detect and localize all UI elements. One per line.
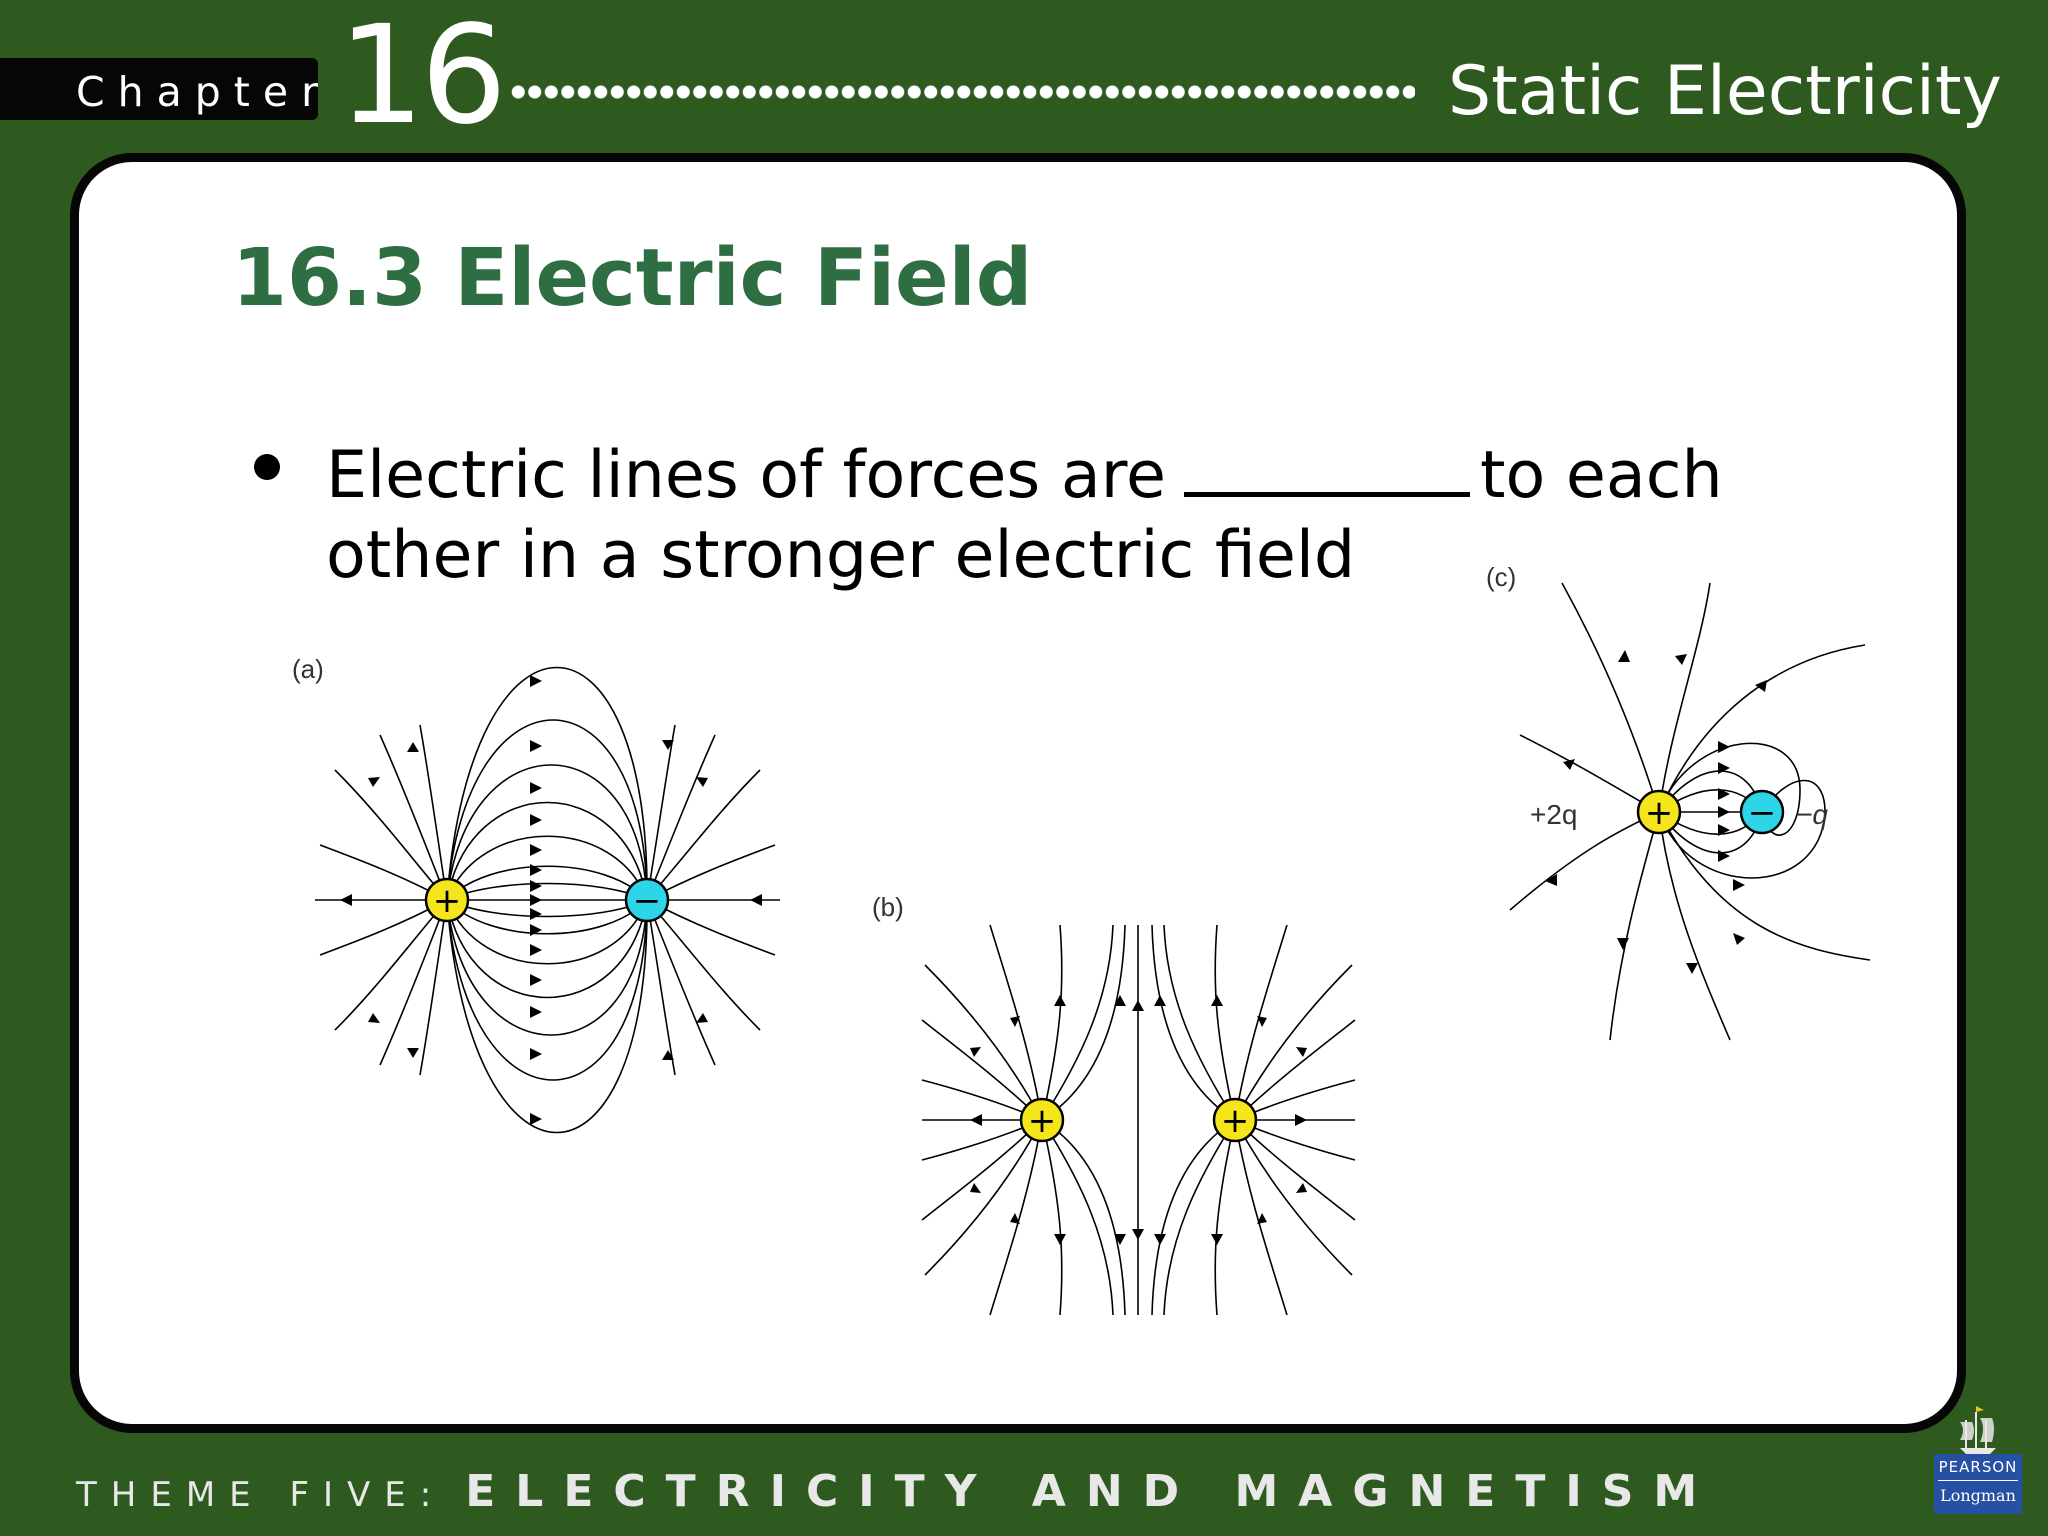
- diagram-a-label: (a): [292, 654, 324, 684]
- diagram-b-positive-charge-right: [1212, 1097, 1258, 1143]
- diagram-c-charge-left-label: +2q: [1530, 799, 1578, 830]
- section-heading: 16.3 Electric Field: [232, 232, 1033, 324]
- diagram-c-negative-sign: −: [1748, 793, 1777, 833]
- diagram-c-unequal-charges: (c): [1420, 550, 1890, 1050]
- diagram-c-positive-sign: +: [1645, 793, 1674, 833]
- bullet-text-start: Electric lines of forces are: [326, 438, 1166, 513]
- bullet-dot: [254, 454, 280, 480]
- diagram-b-svg: (b): [872, 892, 1356, 1316]
- diagram-b-label: (b): [872, 892, 904, 922]
- chapter-title: Static Electricity: [1448, 52, 2002, 131]
- theme-footer: THEME FIVE: ELECTRICITY AND MAGNETISM: [76, 1468, 1717, 1525]
- bullet-text-end: to each: [1480, 438, 1723, 513]
- ship-icon: [1960, 1406, 1996, 1454]
- theme-prefix: THEME FIVE:: [76, 1475, 446, 1515]
- publisher-logo: PEARSON Longman: [1930, 1404, 2026, 1516]
- publisher-name: PEARSON: [1938, 1454, 2018, 1481]
- diagram-c-svg: (c): [1486, 562, 1871, 1041]
- diagram-c-charge-right-label: −q: [1796, 799, 1828, 830]
- bullet-text-line-two: other in a stronger electric field: [326, 518, 1356, 593]
- bullet-text: Electric lines of forces are to each othe…: [326, 434, 1826, 596]
- diagram-c-positive-charge: [1636, 789, 1682, 835]
- theme-title: ELECTRICITY AND MAGNETISM: [465, 1466, 1718, 1517]
- diagram-a-opposite-charges: (a): [280, 650, 800, 1134]
- diagram-b-like-charges: (b): [860, 880, 1380, 1330]
- diagram-b-positive-charge-left: [1019, 1097, 1065, 1143]
- publisher-imprint: Longman: [1940, 1486, 2016, 1505]
- diagram-a-positive-charge: [424, 877, 470, 923]
- publisher-badge: PEARSON Longman: [1934, 1454, 2022, 1514]
- diagram-a-svg: (a): [292, 654, 780, 1134]
- diagram-a-negative-sign: −: [633, 881, 662, 921]
- diagram-b-positive-sign-right: +: [1221, 1101, 1250, 1141]
- fill-in-blank: [1184, 434, 1470, 497]
- dotted-leader: [510, 85, 1415, 99]
- chapter-label: Chapter: [76, 68, 331, 116]
- diagram-a-negative-charge: [624, 877, 670, 923]
- diagram-c-label: (c): [1486, 562, 1516, 592]
- chapter-number: 16: [338, 0, 507, 155]
- diagram-c-negative-charge: [1739, 789, 1785, 835]
- diagram-b-positive-sign-left: +: [1028, 1101, 1057, 1141]
- diagram-a-positive-sign: +: [433, 881, 462, 921]
- chapter-tab: [0, 58, 318, 120]
